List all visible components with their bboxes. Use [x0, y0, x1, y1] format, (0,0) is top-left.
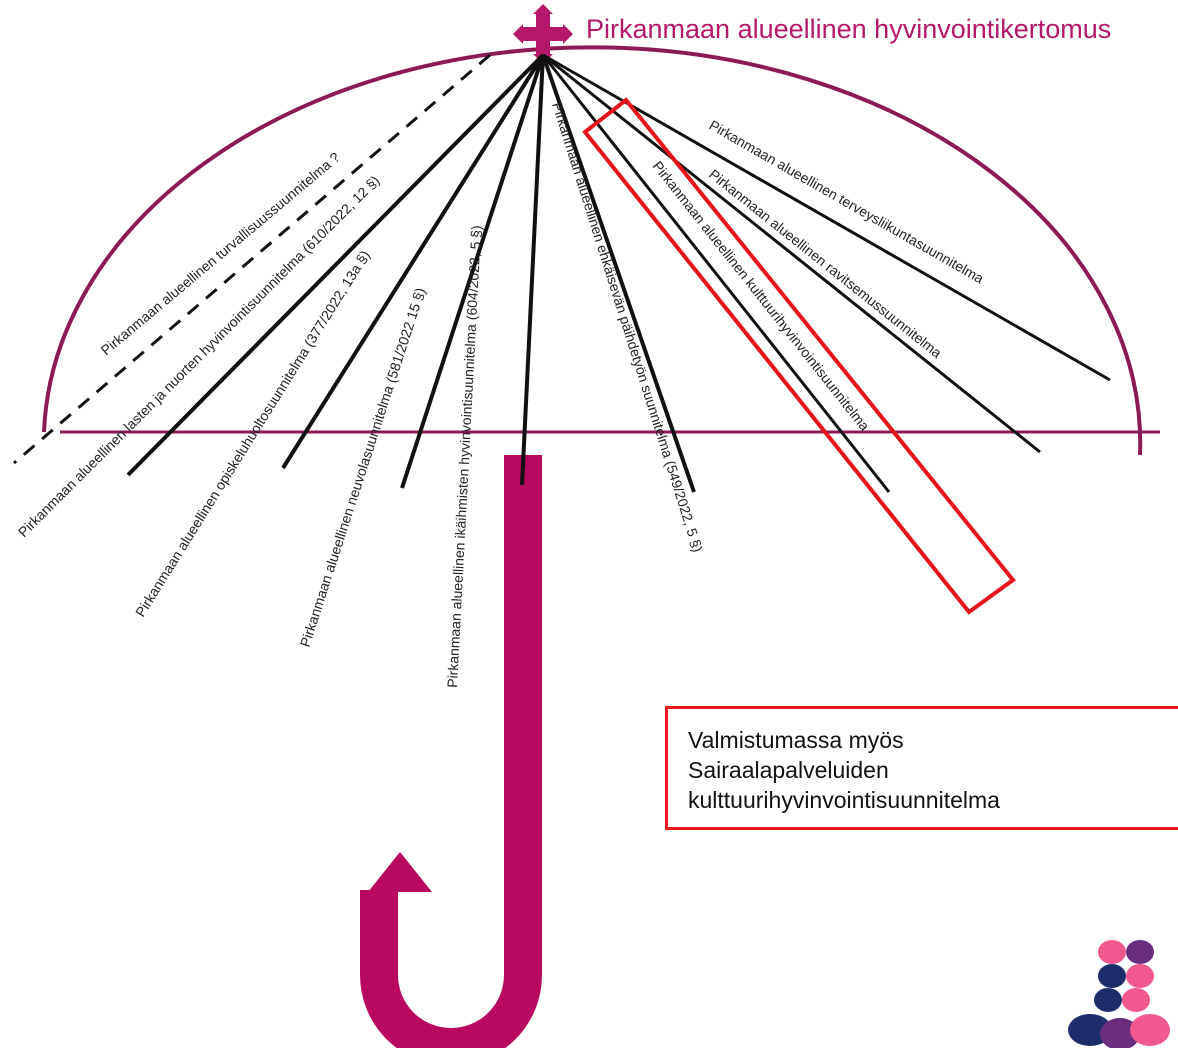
rib-paihdetyo: [541, 54, 696, 493]
umbrella-handle: [360, 455, 542, 1048]
highlight-box-kulttuuri: [582, 97, 1016, 615]
umbrella-handle-arrowhead: [368, 852, 432, 892]
rib-terveysliikunta: [542, 53, 1111, 382]
callout-box: Valmistumassa myös Sairaalapalveluiden k…: [665, 706, 1178, 830]
callout-line-1: Valmistumassa myös: [688, 727, 904, 753]
rib-neuvola: [400, 54, 545, 489]
rib-ravitsemus: [542, 53, 1041, 454]
cross-ornament-icon: [513, 4, 573, 64]
callout-line-3: kulttuurihyvinvointisuunnitelma: [688, 787, 1000, 813]
corner-logo-icon: [1068, 940, 1170, 1048]
diagram-title: Pirkanmaan alueellinen hyvinvointikertom…: [586, 14, 1112, 44]
rib-ikaihmiset: [520, 54, 545, 486]
rib-opiskeluhuolto: [281, 53, 545, 470]
rib-lasten-nuorten: [126, 53, 545, 477]
callout-line-2: Sairaalapalveluiden: [688, 757, 889, 783]
rib-turvallisuus: [13, 53, 491, 465]
umbrella-ribs: [13, 53, 1111, 493]
callout-text: Valmistumassa myös Sairaalapalveluiden k…: [688, 725, 1000, 815]
plan-label-lasten-nuorten: Pirkanmaan alueellinen lasten ja nuorten…: [15, 172, 383, 540]
plan-label-ikaihmiset: Pirkanmaan alueellinen ikäihmisten hyvin…: [444, 225, 484, 688]
umbrella-canopy: [42, 45, 1143, 456]
rib-kulttuuri: [541, 54, 891, 493]
